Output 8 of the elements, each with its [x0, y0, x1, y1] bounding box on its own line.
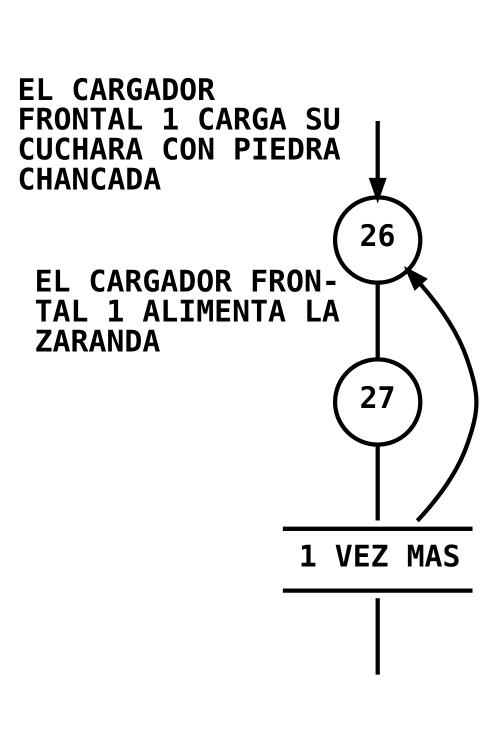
connector	[375, 282, 380, 358]
node-text: 1 VEZ MAS	[298, 539, 460, 574]
node-label: EL CARGADOR FRONTAL 1 CARGA SU CUCHARA CON PIEDRA CHANCADA	[17, 72, 340, 197]
arrow	[368, 120, 386, 204]
node-circle: 27	[332, 356, 422, 446]
connector	[375, 598, 380, 674]
arrow	[403, 265, 478, 522]
connector	[375, 444, 380, 520]
